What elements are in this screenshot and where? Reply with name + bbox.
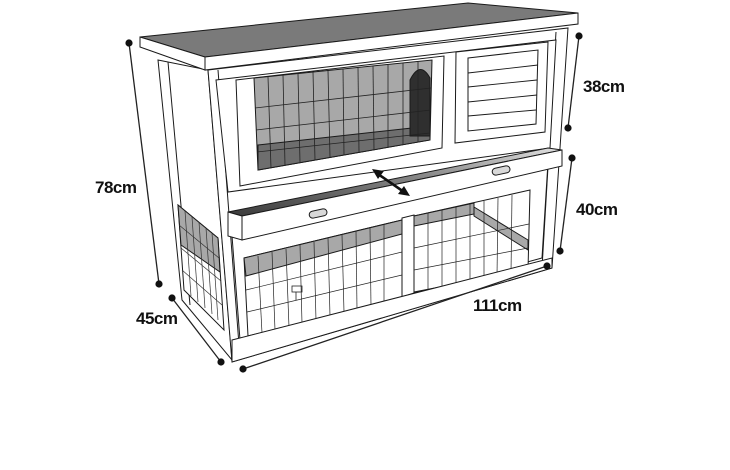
dimension-lower-height	[556, 154, 576, 255]
double-headed-arrow-icon	[372, 169, 410, 196]
label-depth: 45cm	[136, 309, 178, 328]
dimension-depth	[168, 294, 225, 366]
label-upper-height: 38cm	[583, 77, 625, 96]
tray-handle-right	[491, 165, 511, 176]
dimension-lines	[125, 32, 583, 373]
door-latch	[291, 285, 303, 300]
label-width: 111cm	[473, 296, 522, 315]
tray-handle-left	[308, 208, 328, 219]
label-total-height: 78cm	[95, 178, 137, 197]
dimension-total-height	[125, 39, 163, 288]
sliding-tray	[227, 147, 563, 241]
label-lower-height: 40cm	[576, 200, 618, 219]
dimension-upper-height	[564, 32, 583, 132]
dimension-width	[239, 262, 551, 373]
left-side-panel	[157, 59, 233, 362]
roof	[139, 2, 579, 71]
upper-compartment	[215, 39, 557, 193]
lower-run	[231, 161, 553, 363]
